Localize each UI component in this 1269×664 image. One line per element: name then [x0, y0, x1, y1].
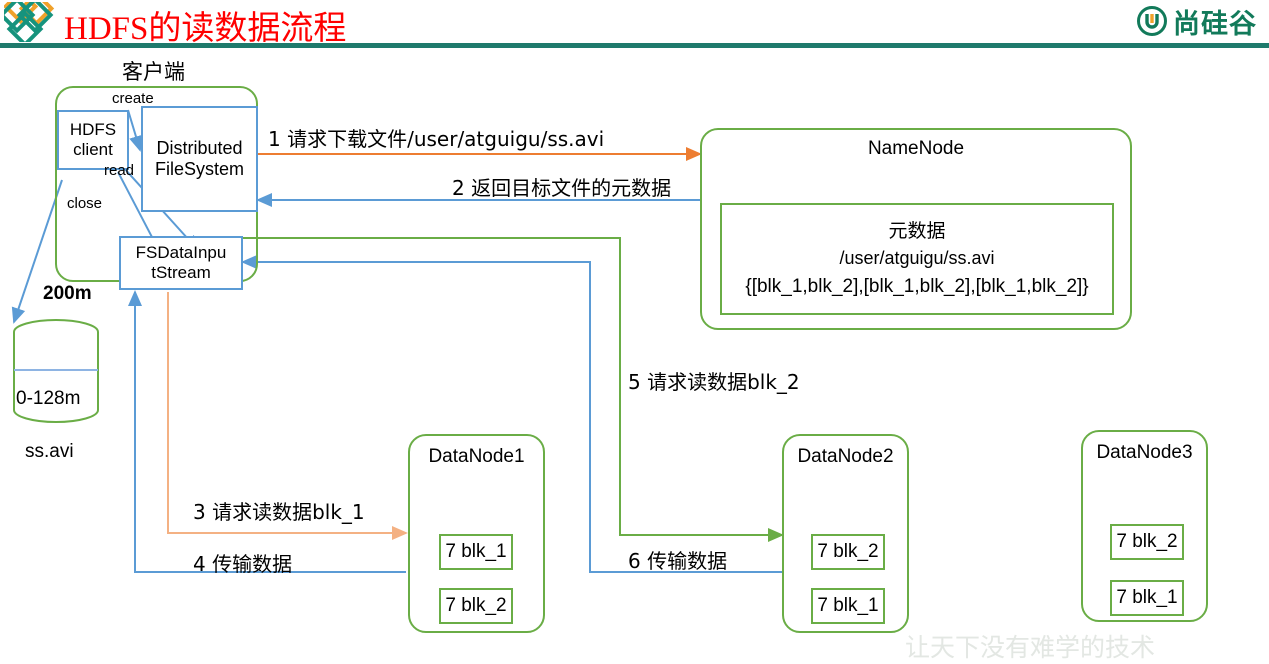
fsdatainputstream-label: FSDataInpu tStream — [135, 243, 227, 282]
file-size-label: 200m — [43, 283, 92, 304]
metadata-title: 元数据 — [888, 219, 946, 242]
metadata-blocks: {[blk_1,blk_2],[blk_1,blk_2],[blk_1,blk_… — [745, 275, 1089, 297]
datanode-1-block-1: 7 blk_2 — [439, 588, 513, 624]
step-2-label: 2 返回目标文件的元数据 — [452, 176, 672, 200]
datanode-1-title: DataNode1 — [428, 446, 525, 467]
brand-u-icon — [1137, 6, 1167, 36]
datanode-1-block-0: 7 blk_1 — [439, 534, 513, 570]
header-divider — [0, 43, 1269, 48]
client-label: 客户端 — [122, 60, 185, 84]
page-title: HDFS的读数据流程 — [64, 11, 347, 47]
step-3-label: 3 请求读数据blk_1 — [193, 500, 365, 524]
file-cylinder-icon — [13, 319, 99, 423]
fsdatainputstream-box[interactable]: FSDataInpu tStream — [119, 236, 243, 290]
hdfs-client-box[interactable]: HDFS client — [57, 110, 129, 170]
namenode-container[interactable]: NameNode — [700, 128, 1132, 330]
step-6-label: 6 传输数据 — [628, 549, 728, 573]
brand-text: 尚硅谷 — [1173, 8, 1257, 40]
brand-logo: 尚硅谷 — [1137, 4, 1257, 40]
step-1-label: 1 请求下载文件/user/atguigu/ss.avi — [268, 127, 605, 151]
metadata-path: /user/atguigu/ss.avi — [839, 248, 995, 269]
datanode-2-block-1: 7 blk_1 — [811, 588, 885, 624]
edge-label-read: read — [104, 162, 135, 179]
datanode-2[interactable]: DataNode2 — [782, 434, 909, 633]
edge-label-create: create — [112, 90, 154, 107]
hdfs-client-label: HDFS client — [69, 120, 117, 159]
datanode-2-title: DataNode2 — [797, 446, 894, 467]
datanode-1[interactable]: DataNode1 — [408, 434, 545, 633]
distributed-filesystem-box[interactable]: Distributed FileSystem — [141, 106, 258, 212]
datanode-3[interactable]: DataNode3 — [1081, 430, 1208, 622]
page-header: HDFS的读数据流程 尚硅谷 — [0, 0, 1269, 50]
file-name-label: ss.avi — [25, 441, 74, 462]
edge-label-close: close — [67, 195, 103, 212]
namenode-title: NameNode — [867, 138, 965, 159]
datanode-3-block-1: 7 blk_1 — [1110, 580, 1184, 616]
step-4-label: 4 传输数据 — [193, 552, 293, 576]
watermark-text: 让天下没有难学的技术 — [905, 633, 1156, 662]
datanode-3-block-0: 7 blk_2 — [1110, 524, 1184, 560]
diamond-logo-icon — [0, 0, 56, 48]
block-range-label: 0-128m — [16, 388, 81, 409]
distributed-filesystem-label: Distributed FileSystem — [154, 138, 244, 179]
datanode-3-title: DataNode3 — [1096, 442, 1193, 463]
namenode-metadata-box: 元数据 /user/atguigu/ss.avi {[blk_1,blk_2],… — [720, 203, 1114, 315]
step-5-label: 5 请求读数据blk_2 — [628, 370, 800, 394]
datanode-2-block-0: 7 blk_2 — [811, 534, 885, 570]
arrow-step-4 — [128, 290, 406, 573]
